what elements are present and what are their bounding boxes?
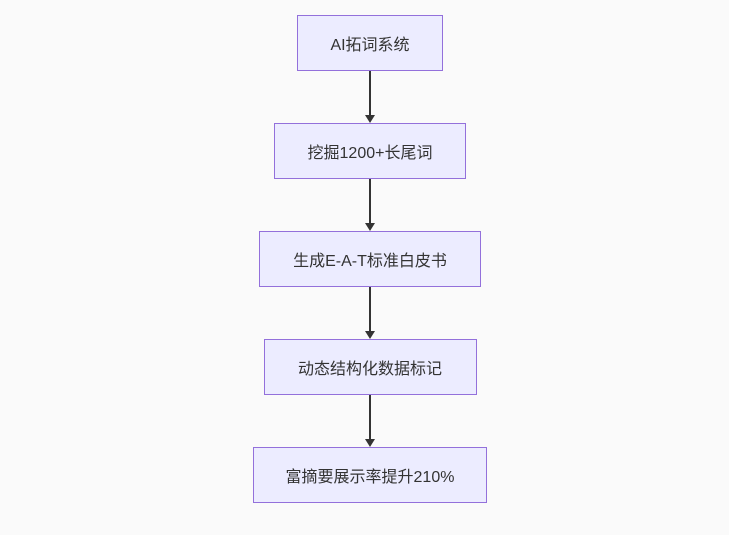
arrow-line	[369, 71, 371, 115]
flow-node-label: 富摘要展示率提升210%	[285, 469, 455, 486]
arrow-line	[369, 287, 371, 331]
arrow-line	[369, 179, 371, 223]
flow-node-label: 生成E-A-T标准白皮书	[293, 253, 447, 270]
flow-node-label: 动态结构化数据标记	[297, 361, 442, 378]
arrow-line	[369, 395, 371, 439]
arrow-down-icon	[365, 395, 375, 447]
flow-node-structured-data: 动态结构化数据标记	[263, 339, 477, 395]
arrow-head-icon	[365, 439, 375, 447]
arrow-head-icon	[365, 223, 375, 231]
flow-node-longtail-mining: 挖掘1200+长尾词	[274, 123, 466, 179]
arrow-head-icon	[365, 331, 375, 339]
arrow-down-icon	[365, 71, 375, 123]
arrow-down-icon	[365, 287, 375, 339]
arrow-down-icon	[365, 179, 375, 231]
flow-node-ai-word-system: AI拓词系统	[297, 15, 443, 71]
flow-node-label: AI拓词系统	[330, 37, 410, 54]
arrow-head-icon	[365, 115, 375, 123]
flow-node-eat-whitepaper: 生成E-A-T标准白皮书	[259, 231, 481, 287]
flow-node-rich-snippet-result: 富摘要展示率提升210%	[253, 447, 487, 503]
flowchart: AI拓词系统 挖掘1200+长尾词 生成E-A-T标准白皮书 动态结构化数据标记	[253, 15, 487, 503]
flow-node-label: 挖掘1200+长尾词	[307, 145, 433, 162]
